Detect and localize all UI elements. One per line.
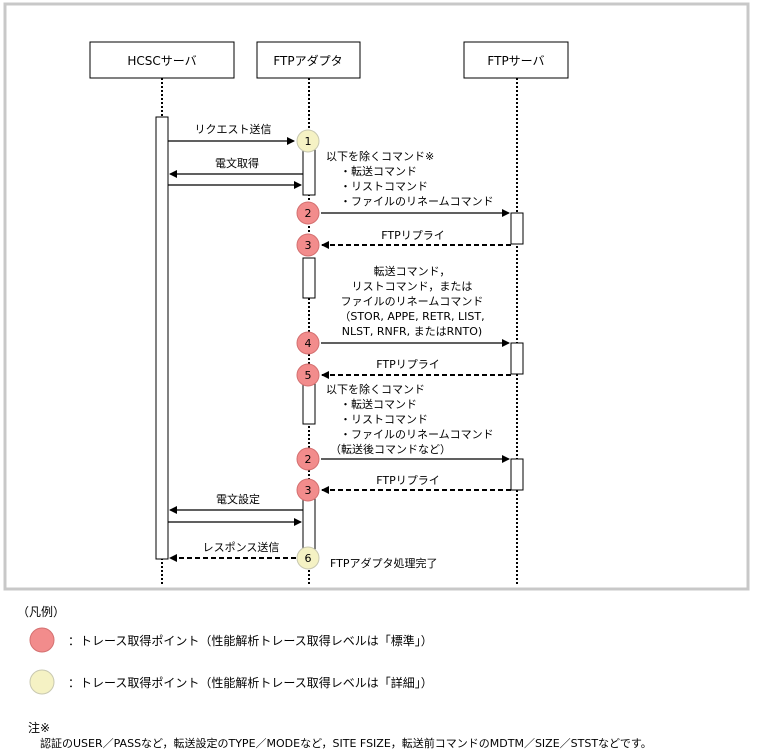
footnote-mark: 注※ (28, 721, 51, 735)
legend-title: （凡例） (17, 605, 66, 619)
activation-hcsc (155, 116, 169, 560)
note-block-1: 以下を除くコマンド※ ・転送コマンド ・リストコマンド ・ファイルのリネームコマ… (326, 149, 494, 208)
trace-point-6-label: 6 (305, 552, 312, 565)
note1-line-3: ・リストコマンド (340, 180, 428, 193)
label-reply-1: FTPリプライ (381, 229, 445, 242)
trace-point-4: 4 (296, 331, 320, 355)
trace-point-2b-label: 2 (305, 453, 312, 466)
trace-point-6: 6 (296, 546, 320, 570)
activation-ftp-3 (510, 458, 524, 491)
participant-ftp: FTPサーバ (463, 41, 569, 79)
participant-adapter: FTPアダプタ (256, 41, 361, 79)
participant-hcsc-label: HCSCサーバ (127, 54, 196, 68)
diagram-frame (3, 2, 750, 591)
activation-adapter-2 (302, 257, 316, 299)
trace-point-2a-label: 2 (305, 207, 312, 220)
label-telegram-set: 電文設定 (216, 492, 260, 506)
participant-adapter-label: FTPアダプタ (273, 53, 342, 68)
trace-point-3b: 3 (296, 478, 320, 502)
note2-line-2: リストコマンド，または (352, 280, 473, 293)
trace-point-5: 5 (296, 363, 320, 387)
label-response: レスポンス送信 (203, 540, 280, 554)
legend-red-text: ：トレース取得ポイント（性能解析トレース取得レベルは「標準」） (68, 634, 433, 648)
note1-line-4: ・ファイルのリネームコマンド (340, 195, 494, 208)
trace-point-5-label: 5 (305, 369, 312, 382)
label-reply-2: FTPリプライ (376, 358, 440, 371)
note2-line-1: 転送コマンド， (374, 264, 451, 278)
trace-point-2a: 2 (296, 201, 320, 225)
legend-yellow-text: ：トレース取得ポイント（性能解析トレース取得レベルは「詳細」） (68, 676, 433, 690)
label-request: リクエスト送信 (195, 122, 272, 136)
note3-line-1: 以下を除くコマンド (326, 382, 425, 396)
activation-adapter-1 (302, 144, 316, 196)
note3-line-2: ・転送コマンド (340, 397, 417, 411)
activation-ftp-1 (510, 212, 524, 245)
legend-yellow-marker (29, 669, 55, 695)
note3-line-3: ・リストコマンド (340, 413, 428, 426)
note2-line-5: NLST, RNFR, またはRNTO) (342, 325, 482, 338)
trace-point-3b-label: 3 (305, 484, 312, 497)
note2-line-3: ファイルのリネームコマンド (341, 295, 484, 308)
note1-line-2: ・転送コマンド (340, 164, 417, 178)
note3-line-4: ・ファイルのリネームコマンド (340, 428, 494, 441)
participant-hcsc: HCSCサーバ (89, 41, 235, 79)
trace-point-1-label: 1 (305, 135, 312, 148)
footnote-text: 認証のUSER／PASSなど，転送設定のTYPE／MODEなど，SITE FSI… (40, 737, 652, 750)
trace-point-3a-label: 3 (305, 239, 312, 252)
note2-line-4: （STOR, APPE, RETR, LIST, (339, 310, 484, 323)
trace-point-2b: 2 (296, 447, 320, 471)
note-block-3: 以下を除くコマンド ・転送コマンド ・リストコマンド ・ファイルのリネームコマン… (326, 382, 494, 456)
legend-red-marker (29, 627, 55, 653)
participant-ftp-label: FTPサーバ (487, 54, 544, 68)
label-complete: FTPアダプタ処理完了 (330, 556, 438, 570)
activation-adapter-3 (302, 381, 316, 425)
label-telegram-get: 電文取得 (215, 156, 259, 170)
label-reply-3: FTPリプライ (376, 474, 440, 487)
trace-point-3a: 3 (296, 233, 320, 257)
trace-point-1: 1 (296, 129, 320, 153)
note1-line-1: 以下を除くコマンド※ (326, 149, 434, 163)
activation-ftp-2 (510, 342, 524, 375)
note3-line-5: （転送後コマンドなど） (330, 442, 451, 456)
trace-point-4-label: 4 (305, 337, 312, 350)
note-block-2: 転送コマンド， リストコマンド，または ファイルのリネームコマンド （STOR,… (339, 264, 484, 338)
